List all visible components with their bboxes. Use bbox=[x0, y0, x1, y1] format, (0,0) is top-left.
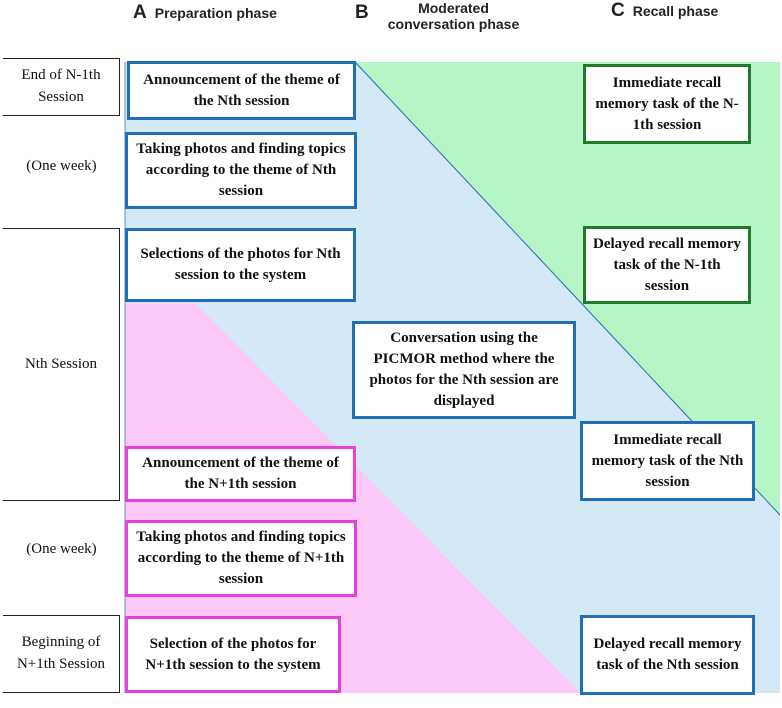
header-preparation-phase: A Preparation phase bbox=[133, 2, 277, 24]
box-announcement-n1: Announcement of the theme of the N+1th s… bbox=[125, 446, 356, 502]
box-taking-photos-nth: Taking photos and finding topics accordi… bbox=[125, 132, 357, 209]
label-one-week-1: (One week) bbox=[26, 158, 97, 175]
box-selections-nth: Selections of the photos for Nth session… bbox=[125, 228, 356, 302]
label-end-of-session: End of N-1th Session bbox=[3, 58, 120, 116]
header-label-b-line1: Moderated bbox=[418, 0, 489, 16]
box-announcement-nth: Announcement of the theme of the Nth ses… bbox=[127, 61, 356, 120]
header-recall-phase: C Recall phase bbox=[611, 0, 718, 22]
label-nth-session: Nth Session bbox=[3, 228, 120, 501]
header-moderated-phase: B Moderated conversation phase bbox=[355, 0, 530, 32]
header-label-a: Preparation phase bbox=[154, 5, 277, 21]
label-beginning-of-session: Beginning of N+1th Session bbox=[3, 615, 120, 693]
box-delayed-recall-nth: Delayed recall memory task of the Nth se… bbox=[580, 615, 755, 695]
box-selection-n1: Selection of the photos for N+1th sessio… bbox=[125, 616, 341, 693]
box-immediate-recall-n-1: Immediate recall memory task of the N-1t… bbox=[583, 64, 751, 144]
header-letter-b: B bbox=[355, 2, 369, 23]
header-label-c: Recall phase bbox=[632, 3, 719, 19]
box-delayed-recall-n-1: Delayed recall memory task of the N-1th … bbox=[583, 226, 751, 304]
header-label-b-line2: conversation phase bbox=[387, 16, 520, 32]
label-one-week-2: (One week) bbox=[26, 541, 97, 558]
box-taking-photos-n1: Taking photos and finding topics accordi… bbox=[125, 520, 357, 597]
box-immediate-recall-nth: Immediate recall memory task of the Nth … bbox=[580, 421, 755, 501]
box-conversation: Conversation using the PICMOR method whe… bbox=[352, 321, 576, 419]
header-letter-a: A bbox=[133, 2, 147, 23]
header-letter-c: C bbox=[611, 0, 625, 21]
